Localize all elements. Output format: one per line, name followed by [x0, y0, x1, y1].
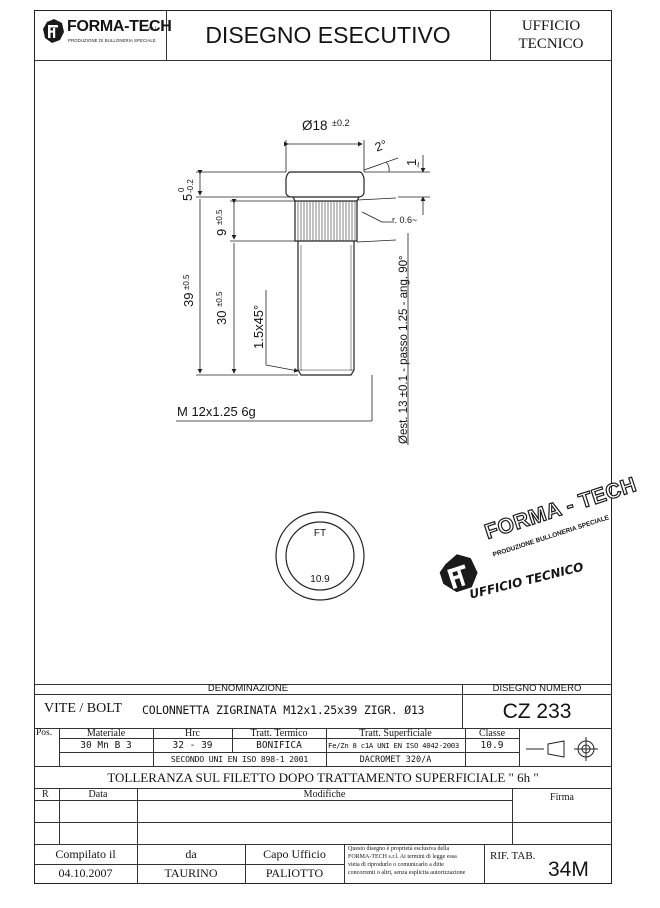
- drawing-sheet: [34, 10, 612, 884]
- projection-symbol-icon: [526, 737, 598, 761]
- col-materiale: Materiale: [86, 728, 126, 739]
- company-stamp: FORMA - TECH PRODUZIONE BULLONERIA SPECI…: [426, 473, 640, 610]
- tb-line-top: [34, 684, 612, 685]
- rev-line-row2: [34, 844, 612, 845]
- tb-sep-pos: [59, 728, 60, 766]
- dim-knurl-tol: ±0.5: [215, 209, 224, 225]
- header-sep-2: [490, 10, 491, 60]
- drawing-number: CZ 233: [502, 700, 572, 723]
- tb-line-tolerance: [34, 788, 612, 789]
- value-materiale: 30 Mn B 3: [80, 740, 132, 751]
- value-superficiale-1: Fe/Zn 8 c1A UNI EN ISO 4042-2003: [328, 741, 459, 750]
- compilato-value: 04.10.2007: [58, 866, 113, 880]
- col-r: R: [42, 789, 49, 800]
- dim-diameter: Ø18: [302, 118, 328, 133]
- da-label: da: [185, 847, 197, 861]
- logo-suffix: s.r.l.: [148, 26, 158, 32]
- tb-sep-classe: [519, 728, 520, 766]
- da-value: TAURINO: [164, 866, 218, 880]
- dim-head-height-tilde: ~: [413, 161, 425, 168]
- legal-note-1: Questo disegno è proprietà esclusiva del…: [348, 846, 450, 852]
- tb-sep-termico: [326, 728, 327, 766]
- capo-label: Capo Ufficio: [263, 847, 326, 861]
- dim-diameter-tol: ±0.2: [332, 118, 350, 128]
- rev-line-row1: [34, 822, 612, 823]
- dimension-lines: [176, 140, 430, 445]
- end-view-mark-top: FT: [313, 528, 327, 539]
- rev-sep-data: [137, 788, 138, 844]
- bolt-side-view: [285, 171, 365, 376]
- page-title: DISEGNO ESECUTIVO: [205, 22, 451, 48]
- header-divider: [34, 60, 612, 61]
- value-norma: SECONDO UNI EN ISO 898-1 2001: [170, 754, 309, 764]
- item-type: VITE / BOLT: [44, 701, 123, 716]
- dim-thread: 30: [214, 310, 229, 325]
- rif-tab-label: RIF. TAB.: [490, 850, 536, 862]
- tb-sep-materiale: [153, 728, 154, 766]
- dim-total-tol: ±0.5: [182, 274, 191, 290]
- legal-note-4: concorrenti o altri, senza esplicita aut…: [348, 870, 466, 876]
- tb-sep-number: [462, 684, 463, 728]
- legal-note-2: FORMA-TECH s.r.l. Ai termini di legge es…: [348, 854, 457, 860]
- value-termico: BONIFICA: [256, 740, 302, 751]
- dim-thread-tol: ±0.5: [215, 291, 224, 307]
- col-termico: Tratt. Termico: [250, 728, 308, 739]
- rev-sep-r: [59, 788, 60, 844]
- dim-chamfer: 1.5x45°: [251, 304, 266, 349]
- dim-head-tol-top: 0: [177, 187, 186, 192]
- col-classe: Classe: [478, 728, 506, 739]
- tb-sep-hrc: [232, 728, 233, 752]
- sign-line-mid: [34, 864, 344, 865]
- tb-line-row2: [34, 766, 612, 767]
- header-sep-1: [166, 10, 167, 60]
- knurl-spec: Øest. 13 ±0.1 - passo 1.25 - ang. 90°: [398, 255, 410, 444]
- denominazione-label: DENOMINAZIONE: [207, 683, 289, 694]
- compilato-label: Compilato il: [55, 847, 116, 861]
- col-pos: Pos.: [36, 728, 53, 738]
- thread-spec: M 12x1.25 6g: [177, 404, 256, 419]
- dept-label-line1: UFFICIO: [521, 18, 581, 34]
- col-data: Data: [88, 789, 108, 800]
- sign-sep-3: [344, 844, 345, 884]
- col-firma: Firma: [550, 792, 574, 803]
- rev-line-head: [34, 800, 512, 801]
- tb-line-cols: [34, 728, 612, 729]
- value-hrc: 32 - 39: [172, 740, 213, 751]
- tb-line-header: [34, 694, 612, 695]
- company-logo: FORMA-TECH s.r.l. PRODUZIONE DI BULLONER…: [42, 17, 172, 53]
- dim-head: 5: [180, 193, 195, 201]
- capo-value: PALIOTTO: [265, 866, 324, 880]
- dim-radius: r. 0.6~: [392, 215, 418, 225]
- dim-total: 39: [181, 292, 196, 307]
- dim-head-tol-bottom: -0.2: [186, 179, 195, 193]
- bolt-end-view: [275, 511, 365, 601]
- logo-subtitle: PRODUZIONE DI BULLONERIA SPECIALE: [68, 38, 156, 43]
- rev-sep-firma: [512, 788, 513, 844]
- col-modifiche: Modifiche: [303, 789, 346, 800]
- tolerance-note: TOLLERANZA SUL FILETTO DOPO TRATTAMENTO …: [107, 770, 539, 785]
- value-classe: 10.9: [480, 740, 504, 751]
- tb-line-colheads: [59, 738, 519, 739]
- sign-sep-4: [484, 844, 485, 884]
- item-description: COLONNETTA ZIGRINATA M12x1.25x39 ZIGR. Ø…: [142, 703, 425, 717]
- end-view-mark-bottom: 10.9: [310, 574, 330, 585]
- disegno-numero-label: DISEGNO NUMERO: [492, 683, 582, 694]
- tb-sep-superficiale: [465, 728, 466, 766]
- stamp-logo-icon: [439, 554, 478, 593]
- rif-tab-value: 34M: [548, 858, 589, 881]
- col-hrc: Hrc: [185, 728, 200, 739]
- col-superficiale: Tratt. Superficiale: [359, 728, 432, 739]
- dim-knurl: 9: [214, 228, 229, 236]
- value-superficiale-2: DACROMET 320/A: [359, 755, 432, 765]
- logo-text: FORMA-TECH: [67, 18, 172, 35]
- dept-label-line2: TECNICO: [518, 36, 584, 52]
- ft-logo-icon: [43, 19, 64, 43]
- legal-note-3: vieta di riprodurlo o comunicarlo a ditt…: [348, 862, 444, 868]
- tb-line-row1: [59, 752, 519, 753]
